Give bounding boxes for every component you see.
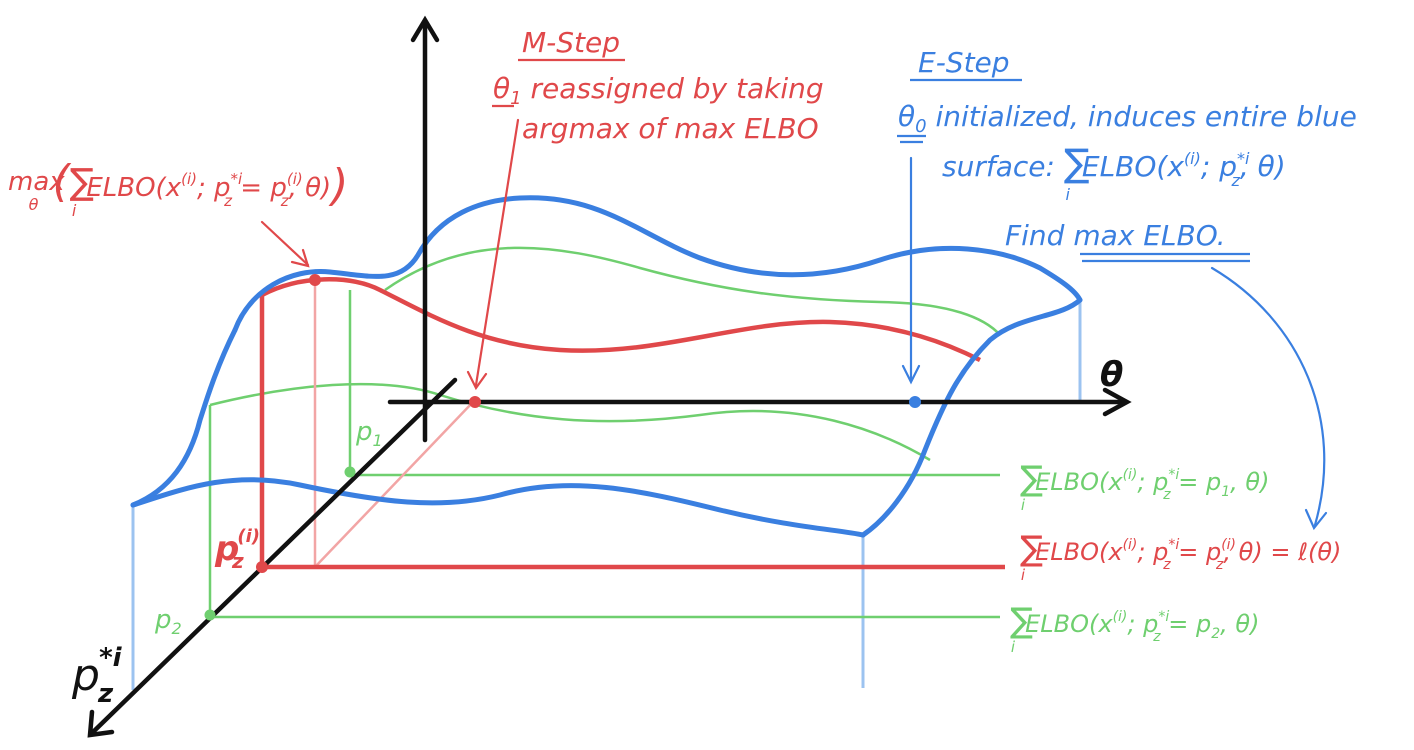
- theta0-point: [909, 396, 921, 408]
- p1-label: p1: [355, 417, 383, 450]
- surface-front-edge: [130, 477, 866, 538]
- mstep-annotation: M-Step θ1 reassigned by taking argmax of…: [492, 26, 824, 145]
- estep-title: E-Step: [918, 46, 1010, 79]
- axes: [87, 15, 1132, 738]
- surface-drop-lines: [131, 300, 1082, 690]
- red-diagonal-projection: [314, 401, 474, 568]
- mstep-title: M-Step: [522, 26, 620, 59]
- mstep-arrow-head: [466, 370, 488, 391]
- estep-arrow-head: [901, 364, 921, 385]
- red-elbo-curve: [259, 277, 1005, 570]
- theta1-point: [469, 396, 481, 408]
- find-max-arrow-shaft: [1210, 266, 1326, 527]
- max-arrow-shaft: [260, 220, 310, 267]
- vertical-axis-arrowhead: [410, 15, 440, 43]
- red-slice-curve: [260, 277, 982, 363]
- red-projection-lines: [313, 282, 474, 568]
- p2-point: [204, 609, 216, 621]
- estep-annotation: E-Step θ0 initialized, induces entire bl…: [897, 46, 1357, 263]
- max-elbo-point: [309, 274, 321, 286]
- green-slice-curves: [208, 246, 1001, 619]
- theta-axis-label: θ: [1100, 355, 1123, 395]
- p1-point: [344, 466, 356, 478]
- pzi-label: p(i)z: [214, 526, 260, 573]
- max-arrow-head: [290, 248, 310, 268]
- blue-elbo-surface: [130, 195, 1083, 538]
- surface-left-edge: [130, 327, 238, 508]
- pzi-point: [256, 561, 268, 573]
- mstep-line2: argmax of max ELBO: [522, 112, 819, 145]
- p2-label: p2: [154, 605, 182, 638]
- green-slice-front: [209, 382, 931, 462]
- estep-line3: Find max ELBO.: [1005, 219, 1226, 252]
- pz-axis: [89, 377, 458, 736]
- points: [204, 274, 921, 621]
- green-slice-back: [384, 246, 1001, 336]
- pz-axis-label: pz*i: [71, 643, 123, 709]
- estep-line1: θ0 initialized, induces entire blue: [898, 100, 1357, 137]
- annotation-arrows: [260, 118, 1328, 531]
- mstep-line1: θ1 reassigned by taking: [493, 72, 824, 109]
- point-labels: p1 p2 p(i)z: [154, 417, 383, 638]
- mstep-arrow-shaft: [474, 118, 520, 387]
- theta-axis-arrowhead: [1102, 387, 1132, 417]
- axis-labels: θ pz*i: [71, 355, 1123, 709]
- find-max-arrow-head: [1304, 508, 1328, 531]
- pz-axis-arrowhead: [87, 709, 115, 738]
- surface-right-edge: [860, 297, 1083, 538]
- surface-back-edge: [232, 195, 1083, 333]
